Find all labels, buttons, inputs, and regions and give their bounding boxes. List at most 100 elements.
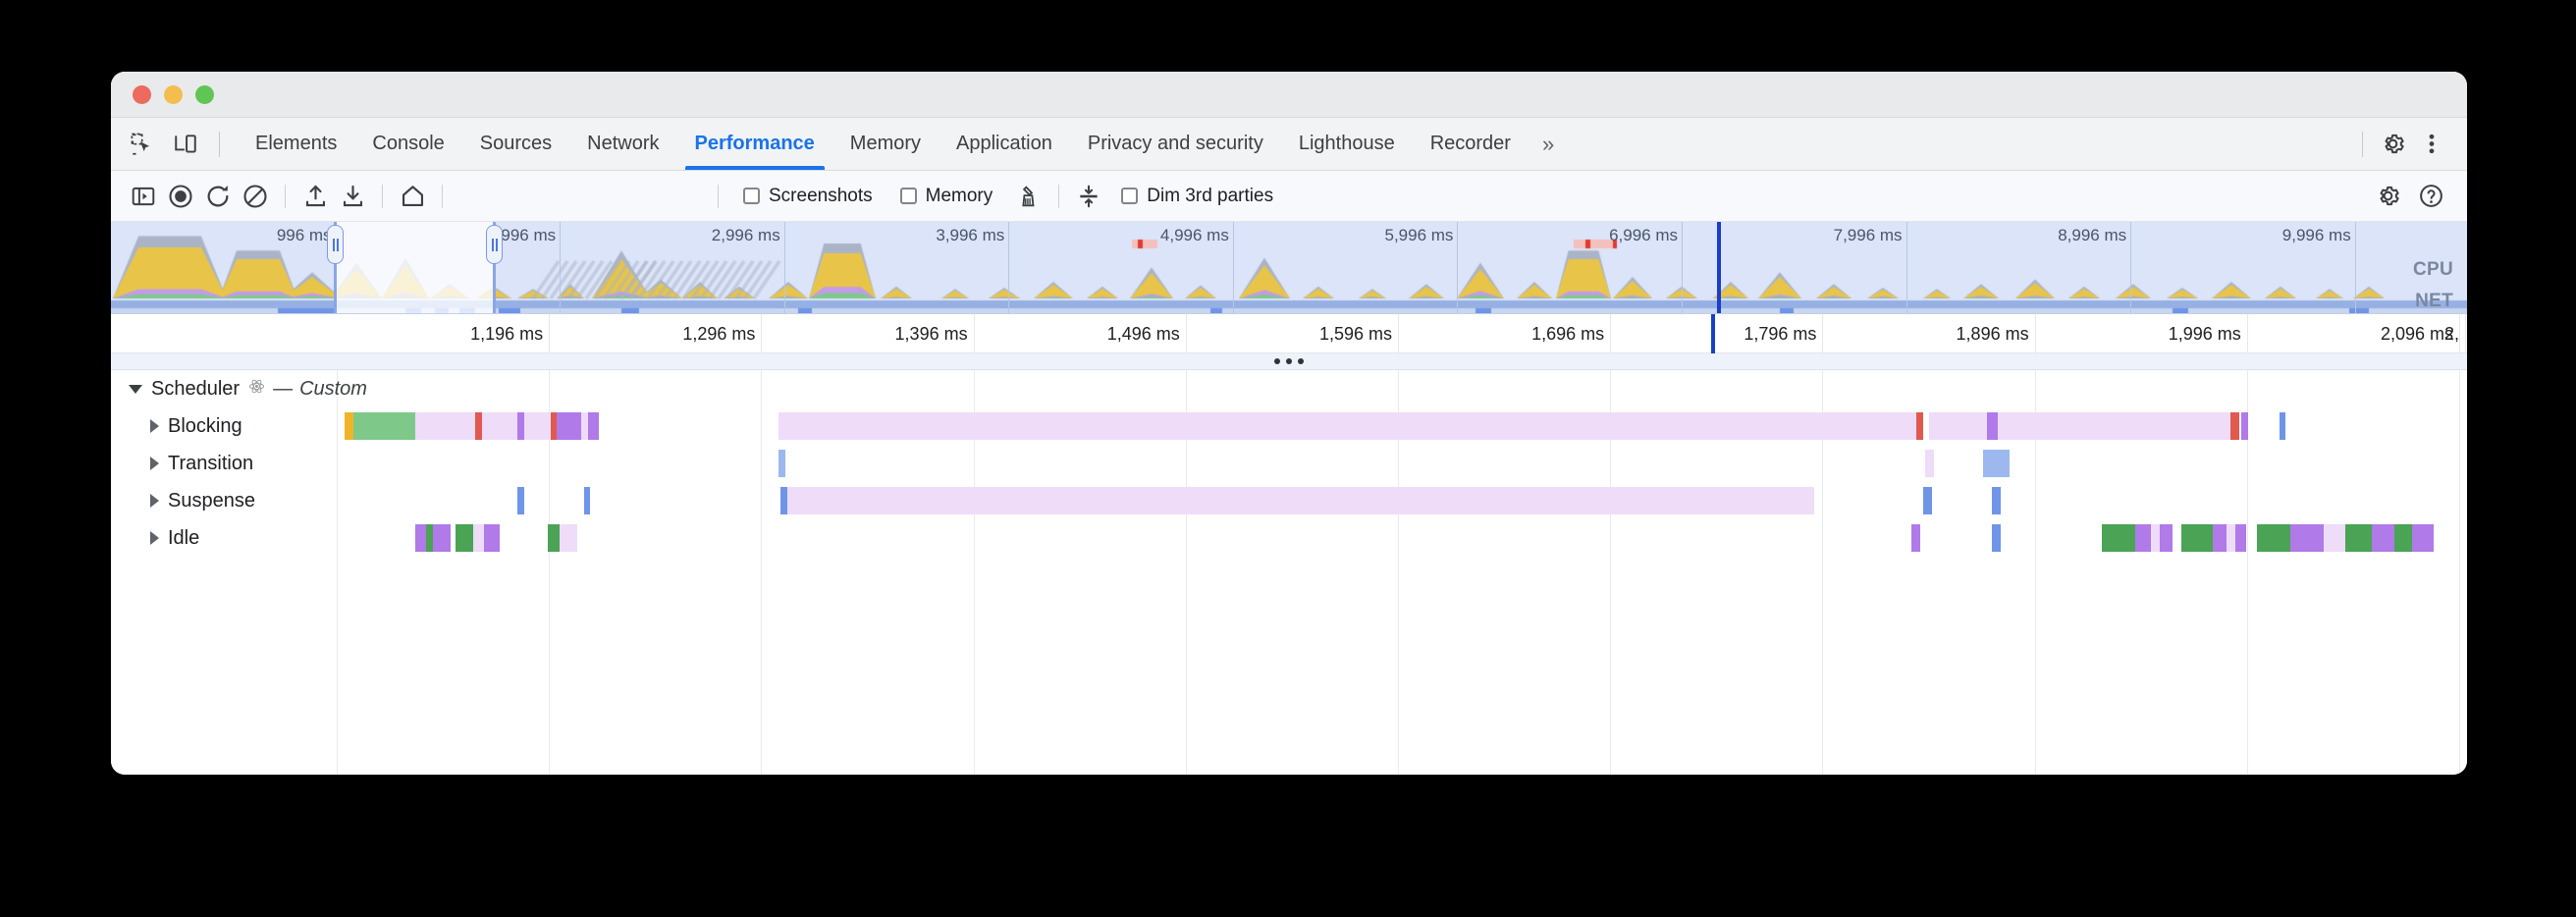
flame-event-bar[interactable] (1929, 412, 1938, 440)
flame-event-bar[interactable] (2102, 524, 2135, 552)
memory-checkbox[interactable]: Memory (886, 186, 1007, 207)
flame-event-bar[interactable] (2290, 524, 2324, 552)
clear-button[interactable] (237, 178, 274, 215)
flame-chart-tracks[interactable]: Scheduler — Custom (111, 370, 2467, 775)
flame-event-bar[interactable] (1992, 524, 2001, 552)
flame-event-bar[interactable] (1923, 487, 1932, 514)
flame-event-bar[interactable] (557, 412, 581, 440)
track-row-transition[interactable]: Transition (111, 445, 2467, 482)
flame-event-bar[interactable] (426, 524, 433, 552)
track-bars-blocking[interactable] (111, 407, 2467, 445)
flame-event-bar[interactable] (2227, 524, 2235, 552)
home-button[interactable] (394, 178, 431, 215)
tab-application[interactable]: Application (939, 118, 1070, 170)
minimize-window-button[interactable] (164, 85, 183, 104)
flame-event-bar[interactable] (473, 524, 484, 552)
capture-settings-icon[interactable] (1070, 178, 1107, 215)
flame-event-bar[interactable] (2235, 524, 2246, 552)
chevron-down-icon[interactable] (129, 385, 142, 394)
tab-lighthouse[interactable]: Lighthouse (1281, 118, 1413, 170)
track-label-blocking[interactable]: Blocking (111, 407, 242, 445)
tab-elements[interactable]: Elements (238, 118, 354, 170)
flame-event-bar[interactable] (517, 487, 524, 514)
track-label-transition[interactable]: Transition (111, 445, 253, 482)
flame-event-bar[interactable] (2135, 524, 2151, 552)
flame-event-bar[interactable] (778, 450, 785, 477)
record-button[interactable] (162, 178, 199, 215)
inspect-element-icon[interactable] (125, 127, 160, 162)
flame-event-bar[interactable] (1925, 450, 1934, 477)
flame-event-bar[interactable] (787, 487, 1814, 514)
flame-event-bar[interactable] (482, 412, 517, 440)
more-options-icon[interactable] (2414, 127, 2449, 162)
flame-event-bar[interactable] (548, 524, 559, 552)
flame-event-bar[interactable] (588, 412, 599, 440)
flame-event-bar[interactable] (1916, 412, 1923, 440)
help-icon[interactable] (2412, 178, 2449, 215)
overview-selected-window[interactable] (335, 222, 494, 314)
flame-event-bar[interactable] (780, 487, 787, 514)
track-row-idle[interactable]: Idle (111, 519, 2467, 557)
flame-event-bar[interactable] (1987, 412, 1998, 440)
flame-event-bar[interactable] (2160, 524, 2174, 552)
flame-event-bar[interactable] (2372, 524, 2394, 552)
tab-performance[interactable]: Performance (677, 118, 832, 170)
track-bars-idle[interactable] (111, 519, 2467, 557)
flame-event-bar[interactable] (2345, 524, 2372, 552)
track-row-scheduler[interactable]: Scheduler — Custom (111, 370, 2467, 407)
flame-event-bar[interactable] (415, 412, 475, 440)
tab-network[interactable]: Network (569, 118, 676, 170)
chevron-right-icon[interactable] (150, 419, 159, 433)
flame-event-bar[interactable] (456, 524, 473, 552)
save-profile-button[interactable] (334, 178, 371, 215)
flame-event-bar[interactable] (475, 412, 482, 440)
flame-event-bar[interactable] (2394, 524, 2412, 552)
close-window-button[interactable] (133, 85, 151, 104)
more-tabs-chevron-icon[interactable]: » (1529, 118, 1568, 170)
flame-event-bar[interactable] (2151, 524, 2160, 552)
flame-event-bar[interactable] (345, 412, 353, 440)
maximize-window-button[interactable] (195, 85, 214, 104)
detail-timeline-ruler[interactable]: 1,196 ms1,296 ms1,396 ms1,496 ms1,596 ms… (111, 314, 2467, 353)
track-label-suspense[interactable]: Suspense (111, 482, 255, 519)
screenshots-checkbox[interactable]: Screenshots (729, 186, 886, 207)
track-bars-suspense[interactable] (111, 482, 2467, 519)
flame-event-bar[interactable] (524, 412, 551, 440)
tab-sources[interactable]: Sources (462, 118, 569, 170)
flame-event-bar[interactable] (353, 412, 415, 440)
track-row-suspense[interactable]: Suspense (111, 482, 2467, 519)
timeline-overview[interactable]: 996 ms1,996 ms2,996 ms3,996 ms4,996 ms5,… (111, 222, 2467, 314)
overview-resize-handle[interactable] (111, 353, 2467, 370)
tab-console[interactable]: Console (354, 118, 461, 170)
flame-event-bar[interactable] (2181, 524, 2213, 552)
flame-event-bar[interactable] (551, 412, 558, 440)
chevron-right-icon[interactable] (150, 457, 159, 470)
flame-event-bar[interactable] (2280, 412, 2286, 440)
flame-event-bar[interactable] (581, 412, 588, 440)
load-profile-button[interactable] (296, 178, 334, 215)
flame-event-bar[interactable] (1938, 412, 1987, 440)
settings-gear-icon[interactable] (2375, 127, 2410, 162)
flame-event-bar[interactable] (2213, 524, 2227, 552)
flame-event-bar[interactable] (2412, 524, 2435, 552)
tab-privacy-and-security[interactable]: Privacy and security (1070, 118, 1281, 170)
toggle-sidebar-button[interactable] (125, 178, 162, 215)
flame-event-bar[interactable] (2257, 524, 2290, 552)
flame-event-bar[interactable] (2230, 412, 2239, 440)
flame-event-bar[interactable] (1998, 412, 2230, 440)
flame-event-bar[interactable] (778, 412, 1916, 440)
collect-garbage-icon[interactable] (1010, 178, 1047, 215)
reload-and-record-button[interactable] (199, 178, 237, 215)
track-row-blocking[interactable]: Blocking (111, 407, 2467, 445)
capture-settings-gear-icon[interactable] (2369, 178, 2406, 215)
track-bars-transition[interactable] (111, 445, 2467, 482)
track-label-idle[interactable]: Idle (111, 519, 199, 557)
flame-event-bar[interactable] (415, 524, 426, 552)
flame-event-bar[interactable] (484, 524, 500, 552)
chevron-right-icon[interactable] (150, 531, 159, 545)
flame-event-bar[interactable] (2324, 524, 2346, 552)
flame-event-bar[interactable] (1983, 450, 2010, 477)
flame-event-bar[interactable] (517, 412, 524, 440)
tab-recorder[interactable]: Recorder (1413, 118, 1529, 170)
flame-event-bar[interactable] (560, 524, 577, 552)
